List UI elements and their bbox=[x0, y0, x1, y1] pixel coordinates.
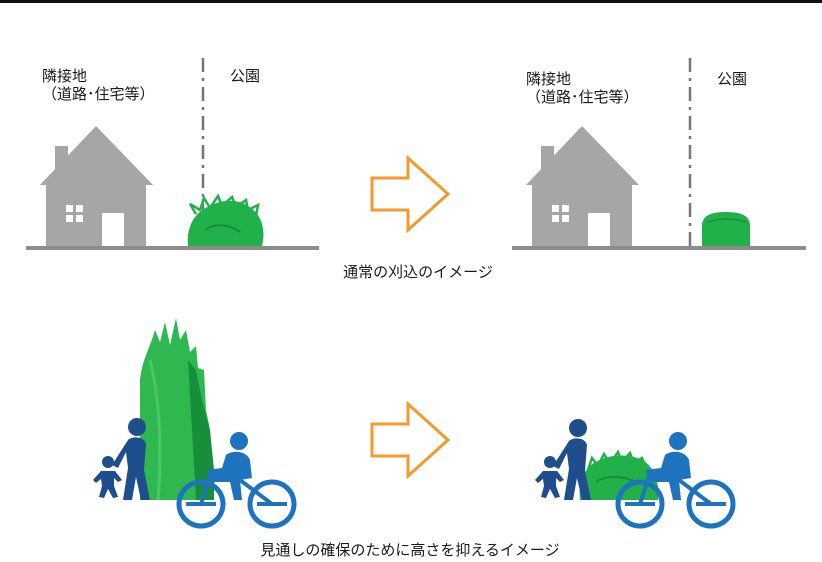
neighbor-label-right: 隣接地 （道路･住宅等） bbox=[526, 70, 639, 106]
park-label-right: 公園 bbox=[717, 70, 748, 88]
child-icon bbox=[535, 456, 564, 498]
overgrown-shrub-icon bbox=[187, 193, 264, 246]
cyclist-icon bbox=[615, 432, 736, 529]
before-visibility-scene bbox=[93, 318, 297, 529]
neighbor-label-line2: （道路･住宅等） bbox=[526, 88, 639, 106]
tall-tree-icon bbox=[140, 318, 214, 501]
child-icon bbox=[93, 456, 122, 498]
house-icon bbox=[526, 126, 639, 246]
caption-normal-pruning: 通常の刈込のイメージ bbox=[343, 263, 493, 281]
after-pruning-scene bbox=[512, 58, 806, 250]
top-border bbox=[0, 0, 822, 3]
ground-line bbox=[512, 246, 806, 250]
neighbor-label-line1: 隣接地 bbox=[526, 70, 572, 88]
ground-line bbox=[26, 246, 319, 250]
pedestrian-icon bbox=[112, 418, 150, 500]
neighbor-label-left: 隣接地 （道路･住宅等） bbox=[42, 67, 155, 103]
cyclist-icon bbox=[176, 432, 297, 529]
park-label-left: 公園 bbox=[230, 67, 261, 85]
after-visibility-scene bbox=[535, 419, 736, 529]
neighbor-label-line2: （道路･住宅等） bbox=[42, 85, 155, 103]
right-arrow-icon bbox=[370, 154, 451, 234]
caption-visibility-pruning: 見通しの確保のために高さを抑えるイメージ bbox=[260, 541, 560, 559]
pedestrian-icon bbox=[553, 419, 591, 500]
house-icon bbox=[40, 126, 153, 246]
before-pruning-scene bbox=[26, 58, 319, 250]
trimmed-shrub-icon bbox=[702, 212, 750, 246]
right-arrow-icon bbox=[370, 400, 451, 480]
neighbor-label-line1: 隣接地 bbox=[42, 67, 88, 85]
